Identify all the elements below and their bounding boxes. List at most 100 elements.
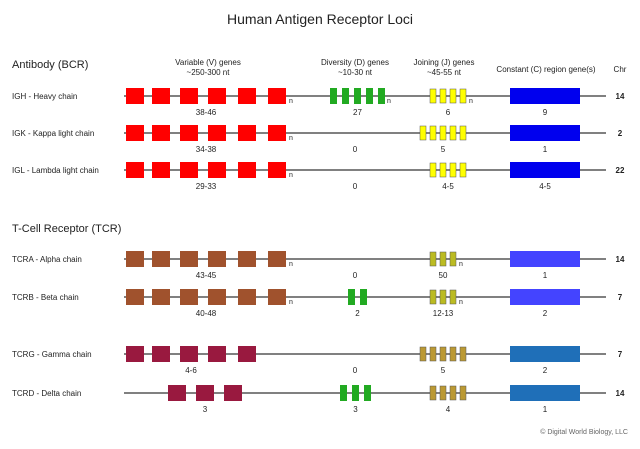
locus-label: IGH - Heavy chain — [12, 92, 77, 101]
v-gene-segment — [268, 289, 286, 305]
j-gene-segment — [429, 88, 437, 104]
j-gene-segment — [459, 162, 467, 178]
v-gene-segment — [126, 346, 144, 362]
j-gene-segment — [449, 125, 457, 141]
v-gene-segment — [126, 88, 144, 104]
locus-label: IGK - Kappa light chain — [12, 129, 94, 138]
j-gene-n-marker: n — [459, 261, 463, 268]
v-gene-segment — [180, 88, 198, 104]
locus-label: TCRG - Gamma chain — [12, 350, 92, 359]
c-region-gene — [510, 289, 580, 305]
v-gene-count: 3 — [203, 405, 208, 414]
j-gene-segment — [459, 88, 467, 104]
j-gene-count: 5 — [441, 145, 446, 154]
j-gene-count: 4 — [446, 405, 451, 414]
j-gene-segment — [429, 251, 437, 267]
j-gene-segment — [439, 162, 447, 178]
d-gene-segment — [360, 289, 367, 305]
j-gene-segment — [439, 346, 447, 362]
section-tcr-label: T-Cell Receptor (TCR) — [12, 223, 121, 235]
header-d-line2: ~10-30 nt — [338, 68, 373, 77]
chromosome-number: 14 — [616, 92, 625, 101]
j-gene-segment — [429, 385, 437, 401]
c-gene-count: 2 — [543, 309, 548, 318]
v-gene-segment — [126, 162, 144, 178]
v-gene-segment — [126, 251, 144, 267]
c-region-gene — [510, 88, 580, 104]
j-gene-segment — [439, 385, 447, 401]
v-gene-count: 4-6 — [185, 366, 197, 375]
v-gene-segment — [180, 162, 198, 178]
header-j-line2: ~45-55 nt — [427, 68, 462, 77]
c-gene-count: 1 — [543, 271, 548, 280]
d-gene-segment — [342, 88, 349, 104]
v-gene-segment — [238, 162, 256, 178]
v-gene-segment — [152, 289, 170, 305]
v-gene-segment — [224, 385, 242, 401]
v-gene-segment — [208, 125, 226, 141]
c-gene-count: 4-5 — [539, 182, 551, 191]
d-gene-count: 0 — [353, 366, 358, 375]
c-gene-count: 9 — [543, 108, 548, 117]
d-gene-segment — [340, 385, 347, 401]
credit-text: © Digital World Biology, LLC — [540, 428, 628, 436]
j-gene-segment — [429, 289, 437, 305]
v-gene-segment — [208, 251, 226, 267]
j-gene-segment — [419, 125, 427, 141]
v-gene-count: 34-38 — [196, 145, 217, 154]
v-gene-segment — [208, 346, 226, 362]
c-region-gene — [510, 346, 580, 362]
j-gene-count: 4-5 — [442, 182, 454, 191]
d-gene-segment — [330, 88, 337, 104]
v-gene-segment — [180, 125, 198, 141]
v-gene-segment — [208, 289, 226, 305]
header-c-line1: Constant (C) region gene(s) — [496, 65, 595, 74]
v-gene-segment — [180, 289, 198, 305]
j-gene-segment — [449, 88, 457, 104]
v-gene-segment — [238, 289, 256, 305]
j-gene-segment — [449, 162, 457, 178]
j-gene-count: 6 — [446, 108, 451, 117]
j-gene-segment — [419, 346, 427, 362]
d-gene-count: 2 — [355, 309, 360, 318]
v-gene-segment — [126, 289, 144, 305]
c-region-gene — [510, 385, 580, 401]
v-gene-count: 38-46 — [196, 108, 217, 117]
v-gene-segment — [238, 88, 256, 104]
header-chr: Chr — [614, 65, 627, 74]
v-gene-n-marker: n — [289, 172, 293, 179]
j-gene-segment — [459, 385, 467, 401]
j-gene-count: 5 — [441, 366, 446, 375]
c-gene-count: 1 — [543, 145, 548, 154]
v-gene-segment — [152, 346, 170, 362]
diagram-title: Human Antigen Receptor Loci — [227, 11, 413, 27]
v-gene-segment — [152, 251, 170, 267]
j-gene-segment — [439, 289, 447, 305]
d-gene-segment — [352, 385, 359, 401]
v-gene-segment — [152, 88, 170, 104]
locus-label: IGL - Lambda light chain — [12, 166, 99, 175]
v-gene-count: 40-48 — [196, 309, 217, 318]
v-gene-segment — [168, 385, 186, 401]
v-gene-segment — [268, 251, 286, 267]
chromosome-number: 14 — [616, 389, 625, 398]
j-gene-segment — [449, 346, 457, 362]
j-gene-segment — [459, 346, 467, 362]
v-gene-segment — [126, 125, 144, 141]
d-gene-segment — [348, 289, 355, 305]
d-gene-count: 3 — [353, 405, 358, 414]
c-gene-count: 1 — [543, 405, 548, 414]
j-gene-n-marker: n — [469, 98, 473, 105]
c-gene-count: 2 — [543, 366, 548, 375]
chromosome-number: 2 — [618, 129, 623, 138]
j-gene-segment — [439, 88, 447, 104]
d-gene-count: 0 — [353, 145, 358, 154]
d-gene-segment — [366, 88, 373, 104]
v-gene-segment — [152, 162, 170, 178]
j-gene-segment — [449, 385, 457, 401]
